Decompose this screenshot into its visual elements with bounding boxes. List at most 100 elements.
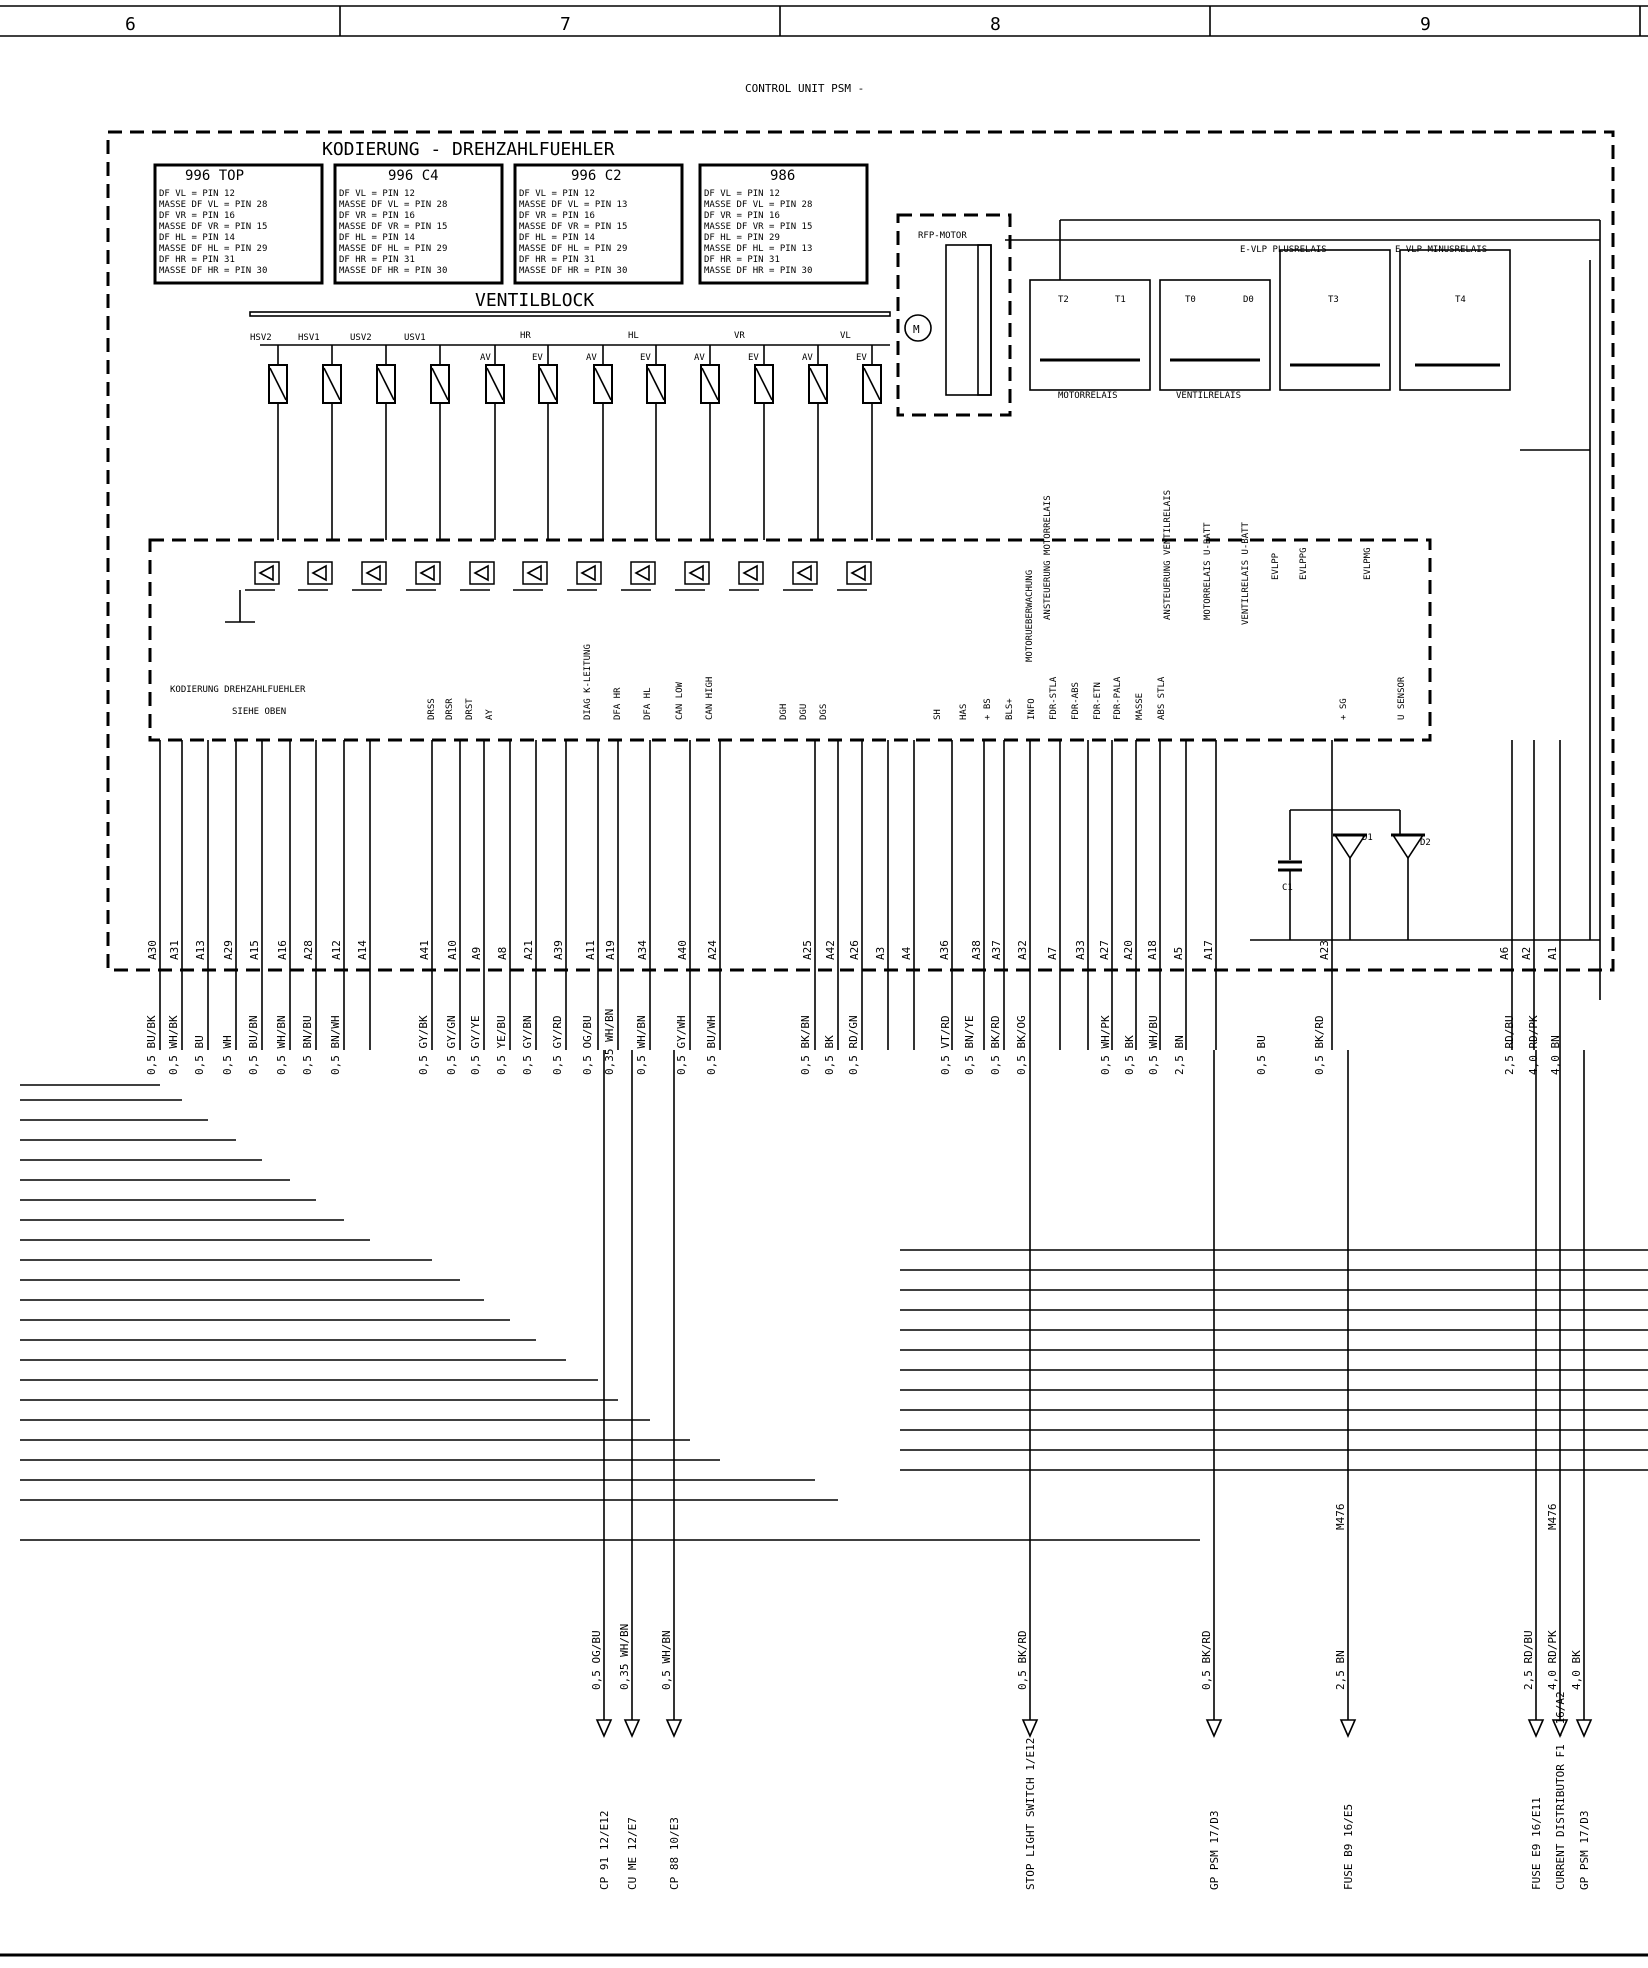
grid-col-9: 9	[1420, 14, 1431, 35]
pin-a25: A25	[801, 940, 814, 960]
wire-label: 0,5 BU	[1255, 1035, 1268, 1075]
grid-header: 6 7 8 9	[0, 5, 1648, 37]
signal-lower: FDR-ETN	[1093, 682, 1103, 720]
valve-label: EV	[748, 353, 759, 363]
pin-a29: A29	[222, 940, 235, 960]
wire-label: 4,0 BN	[1549, 1035, 1562, 1075]
coding-table-title: 986	[770, 168, 795, 184]
signal-lower: DRST	[465, 698, 475, 720]
wire-label: 0,5 OG/BU	[581, 1015, 594, 1075]
connector-terminal	[623, 1719, 641, 1738]
coding-row: MASSE DF HR = PIN 30	[339, 266, 447, 276]
pin-a38: A38	[970, 940, 983, 960]
wire-label: 0,5 WH/BN	[635, 1015, 648, 1075]
connector-terminal	[1205, 1719, 1223, 1738]
signal-lower: MASSE	[1135, 693, 1145, 720]
wire-label: 0,35 WH/BN	[603, 1009, 616, 1075]
relay-minus-label: E-VLP MINUSRELAIS	[1395, 245, 1487, 255]
coding-table-title: 996 TOP	[185, 168, 244, 184]
inner-labels: KODIERUNG DREHZAHLFUEHLER SIEHE OBEN MOT…	[170, 490, 1431, 893]
relay-t1: T1	[1115, 295, 1126, 305]
destination-label: CP 91 12/E12	[598, 1811, 611, 1890]
protection-components	[1250, 809, 1600, 941]
wire-label: 0,5 BN/BU	[301, 1015, 314, 1075]
wire-label: 0,5 WH/BN	[275, 1015, 288, 1075]
pin-a27: A27	[1098, 940, 1111, 960]
lower-wire-label: 4,0 BK	[1570, 1650, 1583, 1690]
wire-label: 0,5 VT/RD	[939, 1015, 952, 1075]
signal-lower: FDR-PALA	[1113, 676, 1123, 720]
signal-lower: DGH	[779, 704, 789, 720]
coding-row: DF VL = PIN 12	[159, 189, 235, 199]
pin-a41: A41	[418, 940, 431, 960]
connector-terminal	[1021, 1719, 1039, 1738]
signal-lower: DFA HL	[643, 687, 653, 720]
pin-a42: A42	[824, 940, 837, 960]
pin-a37: A37	[990, 940, 1003, 960]
coding-table-title: 996 C2	[571, 168, 622, 184]
component-d2: D2	[1420, 838, 1431, 848]
pin-a28: A28	[302, 940, 315, 960]
wire-label: 0,5 BU/BK	[145, 1015, 158, 1075]
pin-a16: A16	[276, 940, 289, 960]
solenoid-valves	[260, 344, 890, 540]
wire-label: 0,5 WH/BU	[1147, 1015, 1160, 1075]
valve-labels: HSV2 HSV1 USV2 USV1 AV EV AV EV AV EV AV…	[250, 331, 867, 363]
signal-lower: HAS	[959, 704, 969, 720]
pin-a3: A3	[874, 947, 887, 960]
relay-t2: T2	[1058, 295, 1069, 305]
coding-row: MASSE DF VL = PIN 28	[704, 200, 812, 210]
pin-a6: A6	[1498, 947, 1511, 960]
pin-a26: A26	[848, 940, 861, 960]
valve-label: EV	[856, 353, 867, 363]
grid-col-6: 6	[125, 14, 136, 35]
signal-lower: AY	[485, 709, 495, 720]
valve-label: EV	[640, 353, 651, 363]
signal-lower: CAN HIGH	[705, 677, 715, 720]
pin-a14: A14	[356, 940, 369, 960]
motor-symbol: M	[913, 323, 920, 336]
output-drivers	[225, 561, 872, 623]
signal-upper: EVLPPG	[1299, 547, 1309, 580]
component-c1: C1	[1282, 883, 1293, 893]
wire-label: 0,5 BK/RD	[1313, 1015, 1326, 1075]
wire-label: 0,5 GY/RD	[551, 1015, 564, 1075]
coding-row: DF VR = PIN 16	[159, 211, 235, 221]
valve-block-title: VENTILBLOCK	[475, 290, 594, 311]
coding-row: MASSE DF HR = PIN 30	[519, 266, 627, 276]
coding-row: MASSE DF HL = PIN 13	[704, 244, 812, 254]
wire-label: 0,5 BN/WH	[329, 1015, 342, 1075]
pin-a39: A39	[552, 940, 565, 960]
control-unit-outline	[106, 130, 1615, 972]
wire-label: 0,5 BU/BN	[247, 1015, 260, 1075]
pin-a18: A18	[1146, 940, 1159, 960]
signal-upper: VENTILRELAIS U-BATT	[1241, 521, 1251, 625]
pin-a34: A34	[636, 940, 649, 960]
coding-row: MASSE DF VL = PIN 28	[159, 200, 267, 210]
destination-label: STOP LIGHT SWITCH 1/E12	[1024, 1738, 1037, 1890]
coding-table-rows: DF VL = PIN 12 MASSE DF VL = PIN 28 DF V…	[159, 189, 812, 276]
pin-a12: A12	[330, 940, 343, 960]
lower-wire-label: 0,5 WH/BN	[660, 1630, 673, 1690]
pin-a1: A1	[1546, 947, 1559, 960]
coding-row: DF HR = PIN 31	[519, 255, 595, 265]
wire-label: 0,5 RD/GN	[847, 1015, 860, 1075]
signal-lower: DIAG K-LEITUNG	[583, 644, 593, 720]
relay-t3: T3	[1328, 295, 1339, 305]
pin-a8: A8	[496, 947, 509, 960]
coding-row: MASSE DF VR = PIN 15	[159, 222, 267, 232]
coding-row: DF HR = PIN 31	[704, 255, 780, 265]
coding-row: DF VL = PIN 12	[519, 189, 595, 199]
destination-label: CU ME 12/E7	[626, 1817, 639, 1890]
pin-a31: A31	[168, 940, 181, 960]
wire-label: 0,5 BU	[193, 1035, 206, 1075]
destination-label: CP 88 10/E3	[668, 1817, 681, 1890]
pin-a32: A32	[1016, 940, 1029, 960]
pin-a2: A2	[1520, 947, 1533, 960]
pin-a36: A36	[938, 940, 951, 960]
connector-terminal	[1575, 1719, 1593, 1738]
